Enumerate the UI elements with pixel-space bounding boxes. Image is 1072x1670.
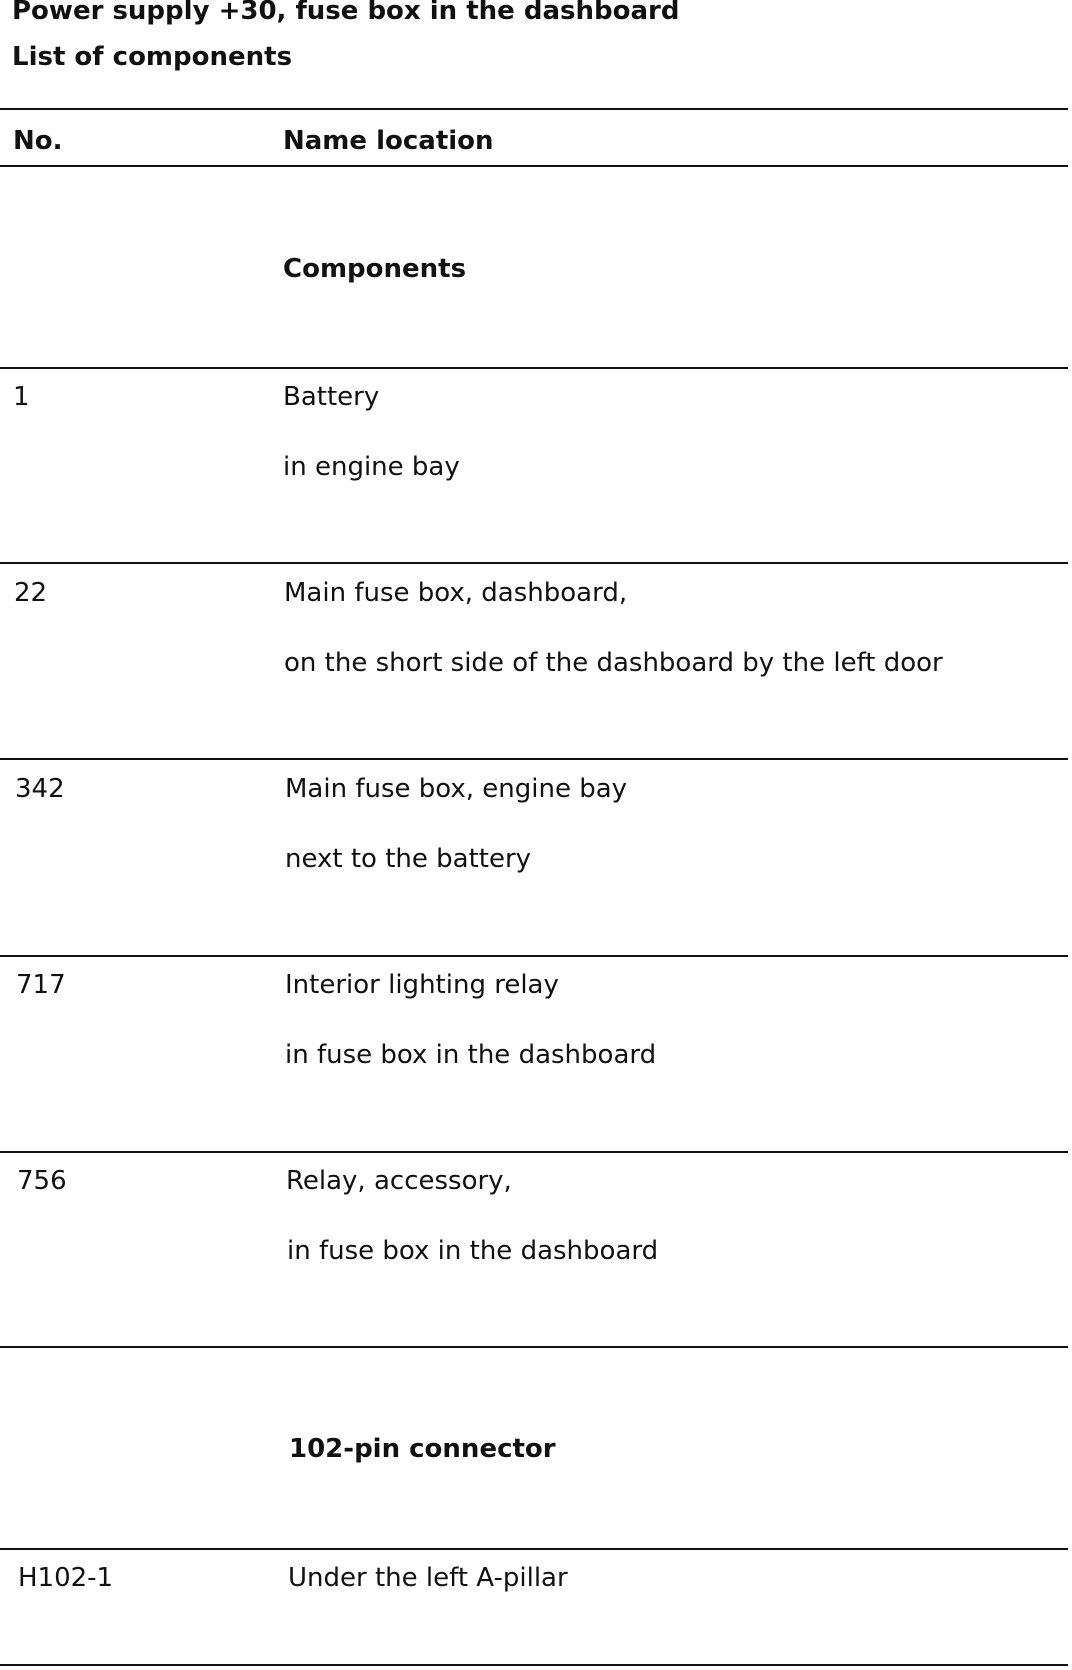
row-component-name: Battery (283, 382, 380, 412)
connector-location: Under the left A-pillar (288, 1563, 568, 1593)
row-number: 1 (13, 382, 30, 412)
table-rule (0, 1346, 1068, 1348)
connector-number: H102-1 (18, 1563, 114, 1593)
table-rule (0, 758, 1068, 760)
row-component-name: Main fuse box, dashboard, (284, 578, 628, 608)
table-rule (0, 562, 1068, 564)
row-component-location: on the short side of the dashboard by th… (284, 648, 943, 678)
table-top-rule (0, 108, 1068, 110)
row-number: 22 (14, 578, 48, 608)
row-component-name: Relay, accessory, (286, 1166, 512, 1196)
header-bottom-rule (0, 165, 1068, 167)
row-component-location: next to the battery (285, 844, 532, 874)
row-component-location: in fuse box in the dashboard (285, 1040, 657, 1070)
document-title: Power supply +30, fuse box in the dashbo… (12, 0, 680, 26)
table-bottom-rule (0, 1664, 1068, 1666)
table-rule (0, 1548, 1068, 1550)
row-component-location: in engine bay (283, 452, 460, 482)
section-heading-components: Components (283, 254, 467, 284)
row-number: 717 (16, 970, 66, 1000)
column-header-no: No. (13, 126, 63, 156)
row-component-name: Interior lighting relay (285, 970, 559, 1000)
row-component-location: in fuse box in the dashboard (287, 1236, 659, 1266)
column-header-name-location: Name location (283, 126, 494, 156)
table-rule (0, 1151, 1068, 1153)
table-rule (0, 367, 1068, 369)
table-rule (0, 955, 1068, 957)
document-subtitle: List of components (12, 42, 293, 72)
section-heading-connector: 102-pin connector (289, 1434, 556, 1464)
row-number: 342 (15, 774, 65, 804)
row-number: 756 (17, 1166, 67, 1196)
row-component-name: Main fuse box, engine bay (285, 774, 628, 804)
